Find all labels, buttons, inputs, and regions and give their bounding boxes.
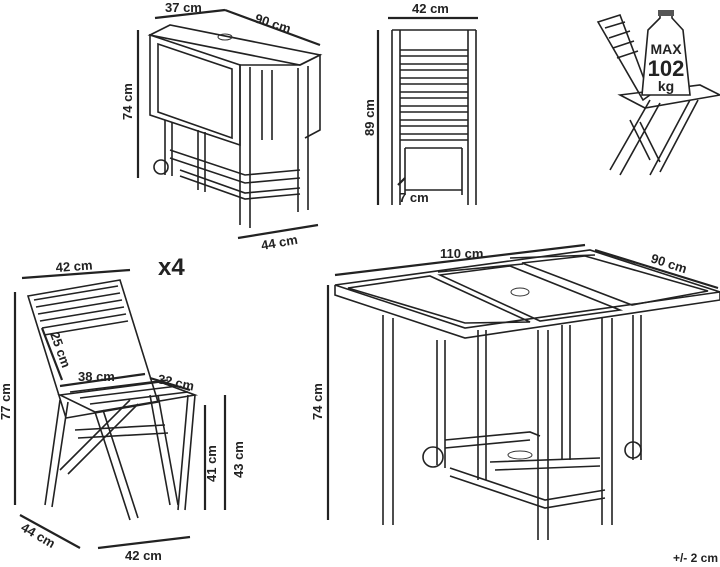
weight-icon [641,10,691,96]
chair-seat-width-label: 38 cm [78,369,115,384]
folded-table-drawing [147,24,323,228]
tolerance-note: +/- 2 cm [673,551,718,565]
max-load-label: MAX [650,41,682,57]
chair-height-label: 77 cm [0,383,13,420]
cart-leaf-width-label: 37 cm [165,0,202,15]
chair-top-width-label: 42 cm [55,257,93,275]
table-dimension-lines [326,243,719,520]
chair-drawing [26,279,199,521]
folded-chair-width-label: 42 cm [412,1,449,16]
table-drawing [334,249,720,540]
chair-side-height-label: 43 cm [231,441,246,478]
max-load-value: 102 [648,56,685,81]
cart-height-label: 74 cm [120,83,135,120]
folded-chair-dimension-lines [376,16,478,205]
chair-base-width-label: 42 cm [125,548,162,563]
chair-seat-depth-label: 32 cm [156,371,195,393]
folded-chair-drawing [391,29,477,205]
folded-table-dimension-lines [136,8,321,240]
chair-dimension-lines [13,268,227,550]
cart-length-label: 90 cm [253,11,293,37]
table-length-label: 110 cm [440,246,483,261]
max-load-unit: kg [658,78,674,94]
chair-seat-height-label: 41 cm [204,445,219,482]
quantity-label: x4 [158,254,185,281]
folded-chair-depth-label: 7 cm [399,190,429,205]
table-height-label: 74 cm [310,383,325,420]
cart-depth-label: 44 cm [260,232,299,253]
folded-chair-height-label: 89 cm [362,99,377,136]
